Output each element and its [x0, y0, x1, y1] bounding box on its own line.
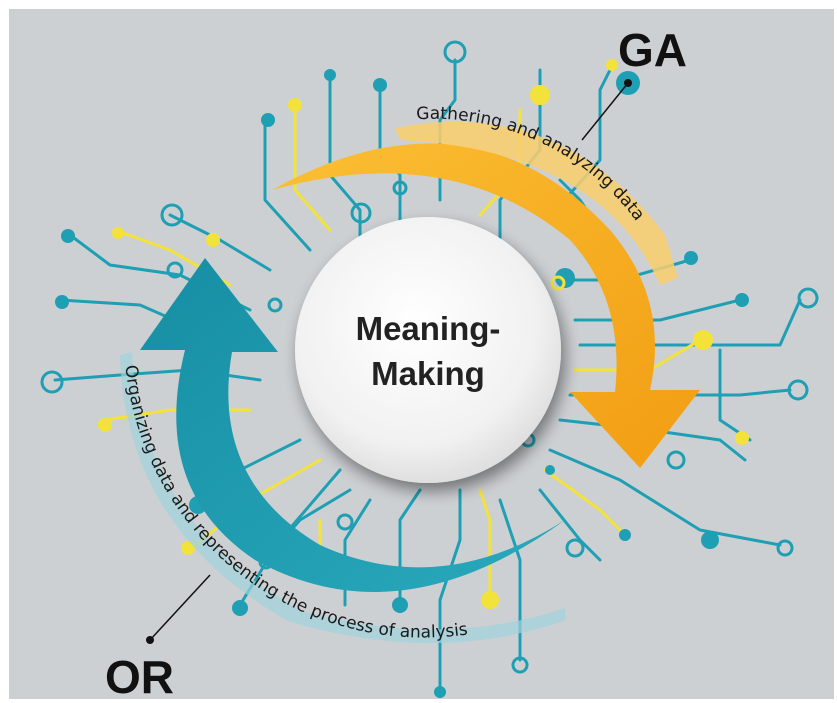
ga-connector-line: [581, 82, 629, 141]
ga-arrow: [272, 121, 700, 468]
center-disc: Meaning- Making: [295, 217, 561, 483]
or-connector-dot: [146, 636, 154, 644]
ga-connector-dot: [624, 79, 632, 87]
or-arrow: [120, 258, 566, 644]
or-label: OR: [105, 651, 174, 703]
ga-label: GA: [618, 24, 687, 76]
or-connector-line: [149, 574, 211, 641]
center-title-line1: Meaning-: [356, 310, 501, 347]
center-title-line2: Making: [371, 355, 485, 392]
